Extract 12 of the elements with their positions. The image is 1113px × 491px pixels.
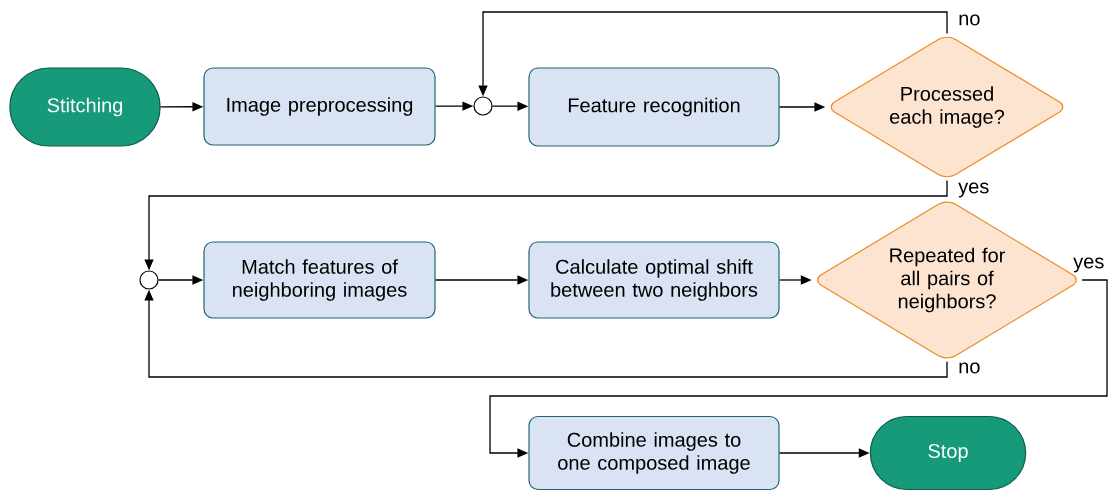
junction-circle — [473, 96, 493, 116]
junction-circle — [139, 270, 159, 290]
process-box: Match features of neighboring images — [203, 241, 436, 319]
process-box: Combine images to one composed image — [528, 415, 780, 491]
process-box: Feature recognition — [528, 67, 780, 147]
edge-label: no — [957, 361, 982, 375]
edge-label: no — [957, 13, 982, 27]
process-box: Calculate optimal shift between two neighbors — [528, 241, 780, 319]
terminal-oval: Stop — [869, 415, 1027, 491]
process-box: Image preprocessing — [203, 67, 436, 146]
edge-label: yes — [957, 181, 991, 199]
arrow — [489, 279, 1108, 458]
